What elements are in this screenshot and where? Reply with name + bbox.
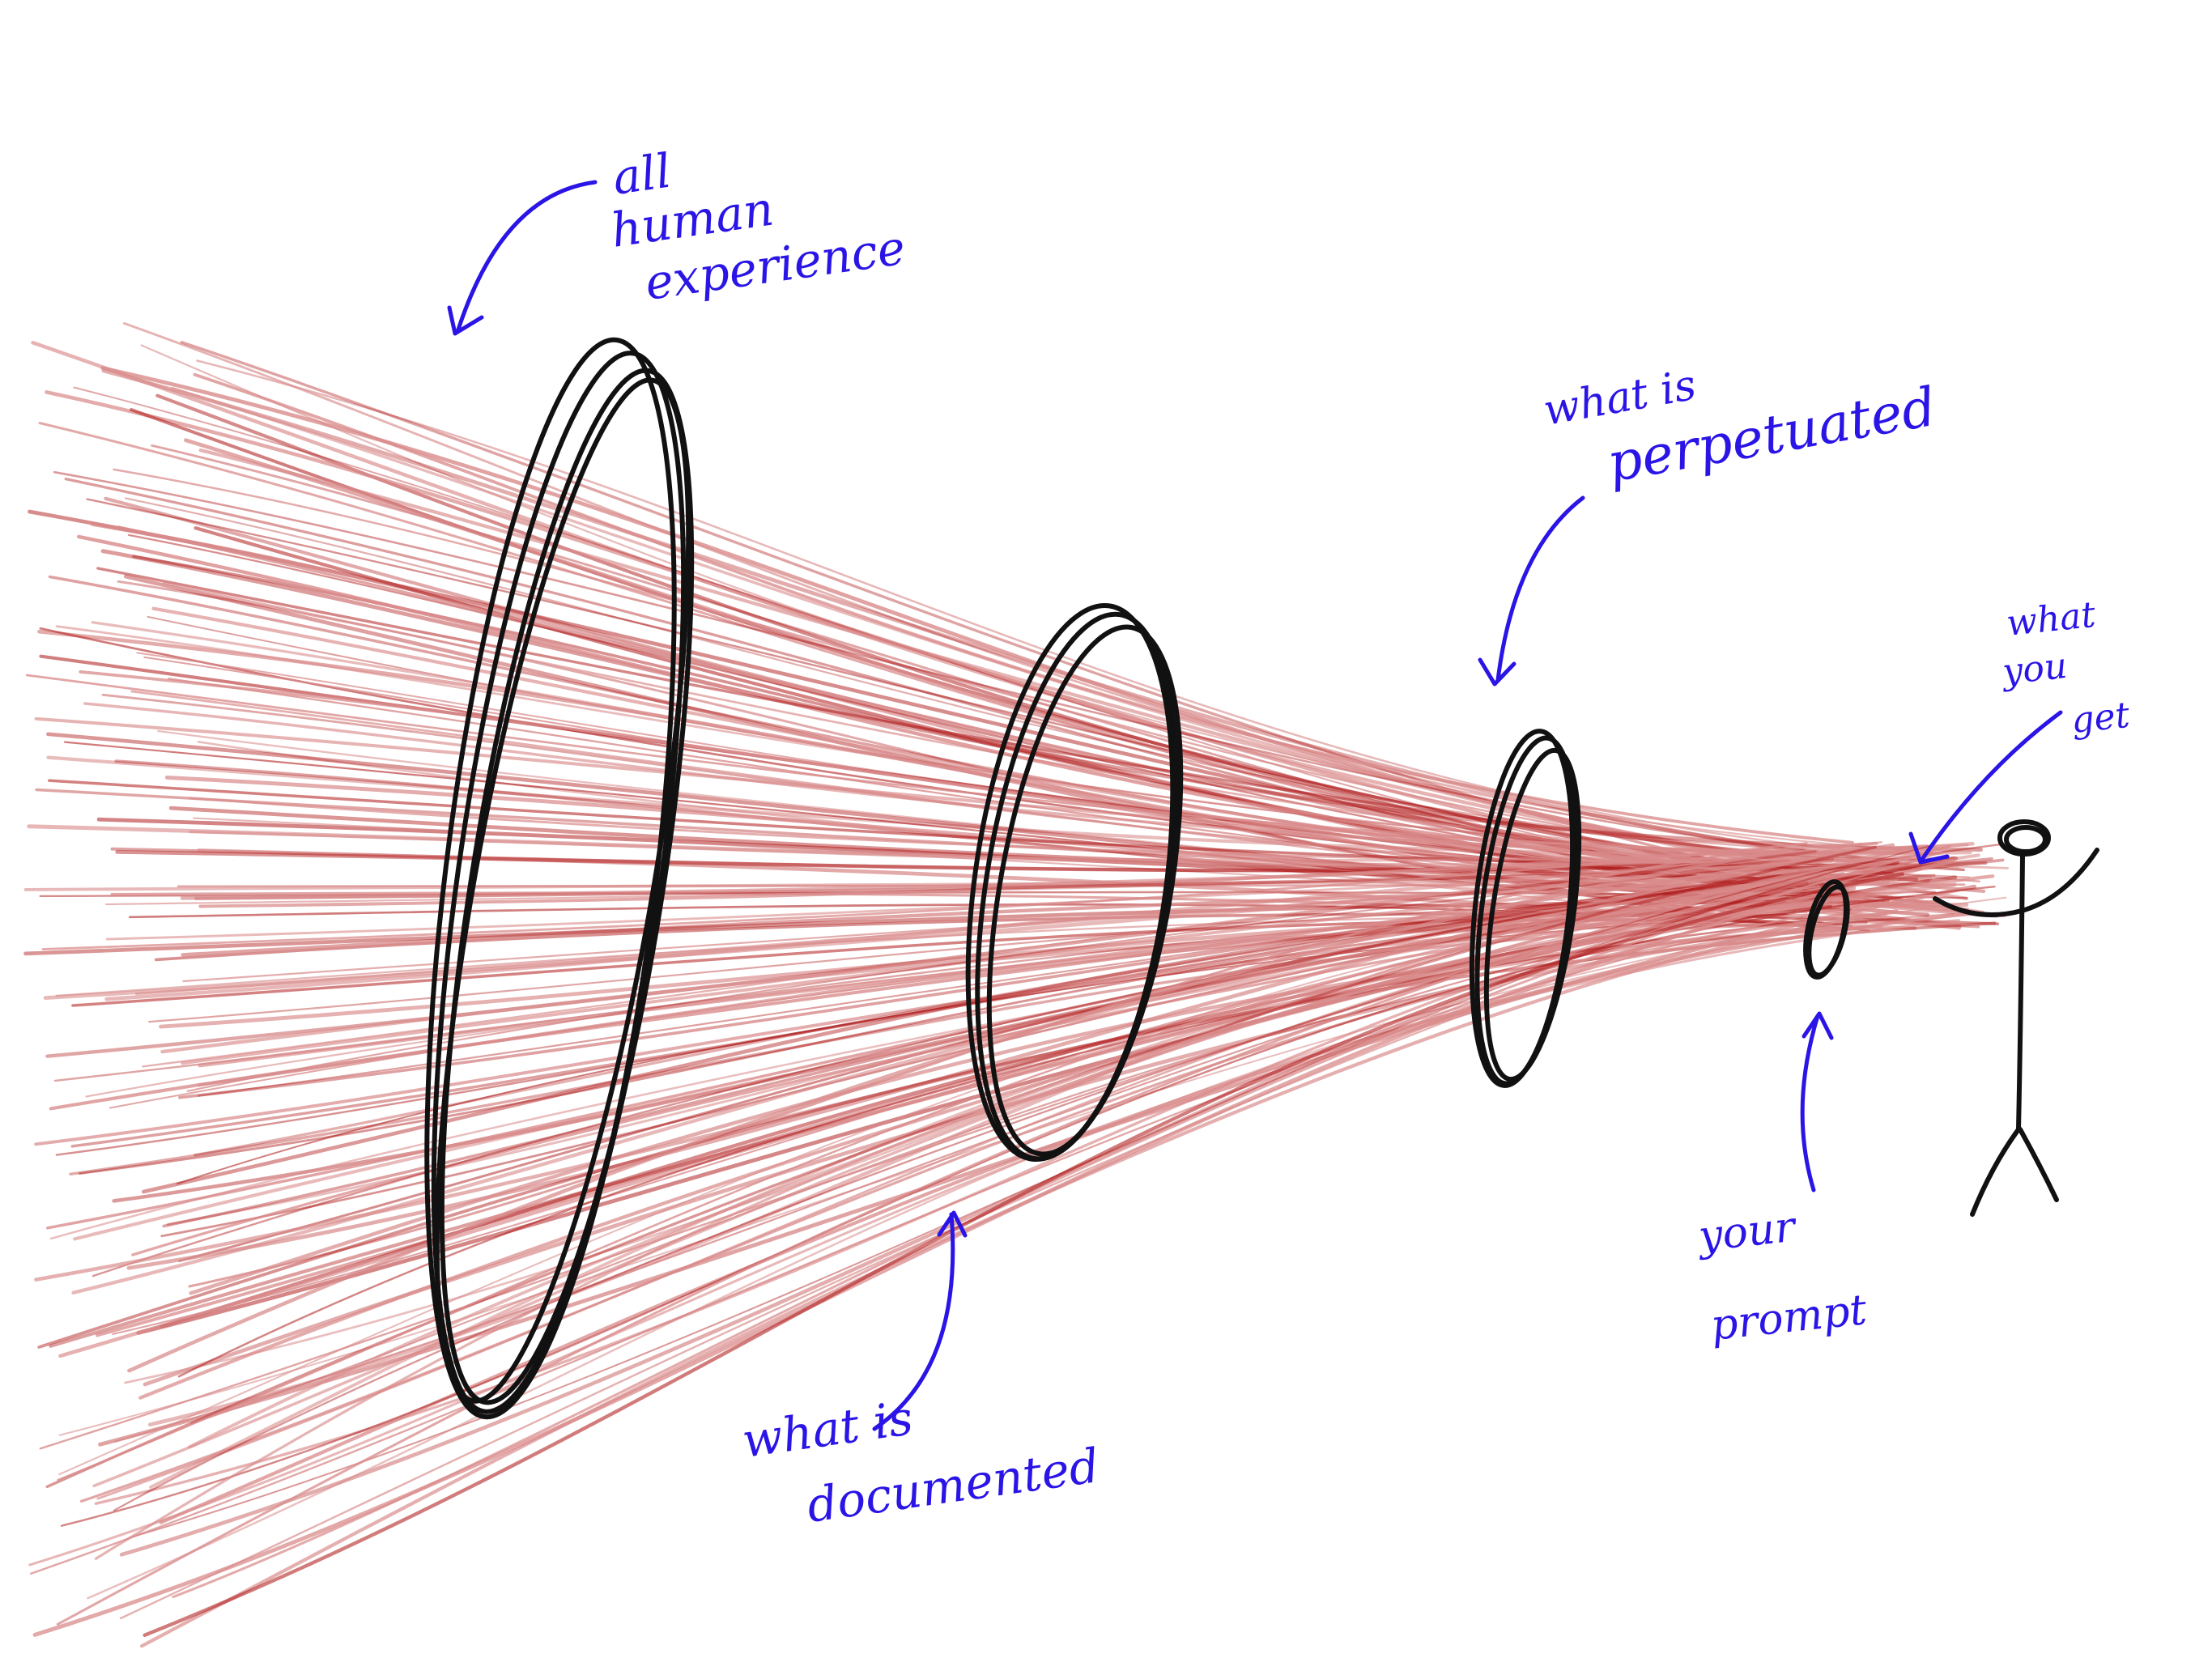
annotation-arrows xyxy=(447,180,2063,1431)
beam-stroke xyxy=(57,885,1820,1482)
beam-stroke xyxy=(100,549,1983,852)
ring-documented xyxy=(965,602,1184,1163)
label-line: what xyxy=(2005,594,2098,644)
beam-stroke xyxy=(94,888,1803,1505)
beam-stroke xyxy=(147,873,1831,1427)
beam-stroke xyxy=(49,856,1814,1111)
label-line: you xyxy=(1999,645,2069,693)
beam-stroke xyxy=(105,854,1912,941)
beam-stroke xyxy=(80,912,1888,1503)
beam-stroke xyxy=(151,606,1774,873)
beam-stroke xyxy=(126,843,1895,1270)
beam-stroke xyxy=(177,917,1837,1378)
stick-figure-icon xyxy=(1933,819,2099,1217)
beam-stroke xyxy=(196,359,1874,854)
arrow-icon xyxy=(447,180,598,336)
beam-stroke xyxy=(127,848,1789,1373)
beam-stroke xyxy=(189,926,1864,1295)
beam-stroke xyxy=(71,880,1890,1295)
label-line: your xyxy=(1695,1202,1800,1261)
label-what-is-documented: what is documented xyxy=(738,1390,1102,1533)
label-your-prompt: your prompt xyxy=(1695,1202,1869,1350)
label-line: get xyxy=(2069,695,2132,742)
beam-stroke xyxy=(125,497,1806,851)
beam-stroke xyxy=(92,871,1845,1488)
beam-stroke xyxy=(45,845,1877,1489)
ring-perpetuated xyxy=(1469,729,1582,1088)
ring-human-experience xyxy=(424,337,695,1420)
beam-stroke xyxy=(46,755,1972,857)
beam-stroke xyxy=(178,878,1772,1099)
filter-rings xyxy=(424,337,1850,1420)
beam-stroke xyxy=(198,841,1878,908)
beam-stroke xyxy=(30,905,1862,1575)
beam-stroke xyxy=(28,918,1960,1567)
arrow-icon xyxy=(1908,710,2063,865)
arrow-icon xyxy=(1800,1011,1834,1192)
beam-stroke xyxy=(83,702,1933,854)
label-what-you-get: what you get xyxy=(1999,594,2132,742)
beam-stroke xyxy=(149,899,1827,1489)
beam-stroke xyxy=(34,716,1922,855)
label-line: what is xyxy=(738,1390,916,1469)
label-line: all xyxy=(609,143,674,206)
label-what-is-perpetuated: what is perpetuated xyxy=(1540,361,1941,495)
beam-stroke xyxy=(139,909,1899,1648)
label-line: prompt xyxy=(1708,1286,1869,1350)
beam-stroke xyxy=(56,846,1918,1626)
arrow-icon xyxy=(1478,495,1585,687)
beam-stroke xyxy=(53,470,1895,861)
beam-stroke xyxy=(58,882,1776,1476)
label-all-human-experience: all human experience xyxy=(607,143,908,311)
beam-stroke xyxy=(43,857,1844,1000)
beam-stroke xyxy=(101,368,1900,865)
beam-strokes xyxy=(23,321,2009,1648)
beam-stroke xyxy=(87,912,1989,1600)
beam-stroke xyxy=(143,872,1905,1637)
arrow-icon xyxy=(872,1210,968,1431)
beam-stroke xyxy=(186,858,1835,1092)
beam-stroke xyxy=(91,842,2008,1278)
ring-prompt xyxy=(1803,879,1850,980)
beam-stroke xyxy=(181,882,1856,957)
